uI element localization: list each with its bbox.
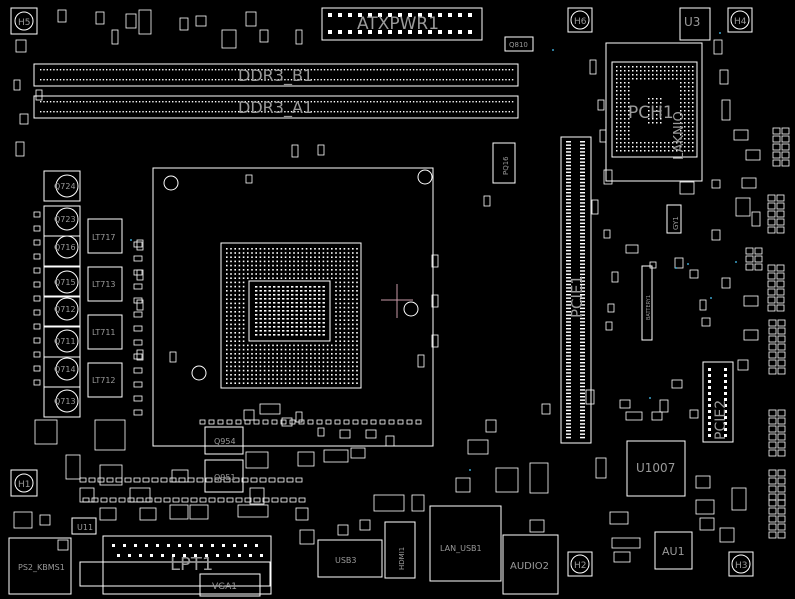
label-q715: Q715 <box>54 278 76 287</box>
pq16-component <box>492 142 516 184</box>
label-h6: H6 <box>574 17 587 27</box>
label-vga: VGA1 <box>212 582 237 592</box>
dimm-slot-b <box>33 63 519 87</box>
label-u11: U11 <box>77 523 93 532</box>
label-ddr-a: DDR3_A1 <box>238 98 313 118</box>
label-q713: Q713 <box>54 397 76 406</box>
label-ddr-b: DDR3_B1 <box>238 66 313 86</box>
label-pch: PCH1 <box>628 103 674 123</box>
label-gy1: GY1 <box>672 216 680 230</box>
label-h3: H3 <box>735 561 748 571</box>
inductor-lt711 <box>87 314 123 350</box>
pcie2-block <box>702 361 734 443</box>
label-q714: Q714 <box>54 365 76 374</box>
pch-chip <box>605 42 703 182</box>
label-h5: H5 <box>18 18 31 28</box>
crosshair-marker <box>381 284 413 318</box>
label-q954: Q954 <box>214 437 236 446</box>
hdmi-connector <box>384 521 416 579</box>
audio-connector <box>502 534 559 595</box>
label-u3: U3 <box>684 15 700 29</box>
label-usb: USB3 <box>335 556 357 565</box>
vga-connector <box>199 573 261 597</box>
label-q951: Q951 <box>214 473 236 482</box>
u11-chip <box>71 517 97 535</box>
u3-chip <box>679 7 711 41</box>
inductor-lt717 <box>87 218 123 254</box>
label-lt711: LT711 <box>92 328 116 337</box>
label-h2: H2 <box>574 561 587 571</box>
inductor-lt712 <box>87 362 123 398</box>
q810-component <box>504 36 534 52</box>
label-ps2: PS2_KBMS1 <box>18 563 65 572</box>
label-q712: Q712 <box>54 305 76 314</box>
label-battery: BATTERY1 <box>646 295 652 320</box>
label-atxpwr: ATXPWR1 <box>357 14 439 34</box>
label-h4: H4 <box>734 17 747 27</box>
label-audio: AUDIO2 <box>510 561 549 572</box>
label-q711: Q711 <box>54 337 76 346</box>
label-pch-side: LAKNIO <box>672 111 687 160</box>
dimm-slot-a <box>33 95 519 119</box>
crystal-gy1 <box>666 204 682 234</box>
mosfet-q951 <box>204 459 244 493</box>
pcie-slot <box>560 136 592 444</box>
label-u1007: U1007 <box>636 461 675 475</box>
label-pq16: PQ16 <box>502 156 510 175</box>
label-q723: Q723 <box>54 215 76 224</box>
label-lt713: LT713 <box>92 280 116 289</box>
label-q716: Q716 <box>54 243 76 252</box>
label-h1: H1 <box>18 480 31 490</box>
u1007-chip <box>626 440 686 497</box>
label-q810: Q810 <box>509 41 528 49</box>
label-au1: AU1 <box>662 545 685 558</box>
inductor-lt713 <box>87 266 123 302</box>
battery-holder <box>641 265 653 341</box>
label-lt712: LT712 <box>92 376 116 385</box>
au1-chip <box>654 531 693 570</box>
label-pcie: PCIE1 <box>568 275 586 318</box>
lpt-connector <box>102 535 272 595</box>
atx-power-connector <box>321 7 483 41</box>
lan-usb-connector <box>429 505 502 582</box>
label-hdmi: HDMI1 <box>398 547 406 570</box>
mosfet-q954 <box>204 426 244 455</box>
label-lan: LAN_USB1 <box>440 544 482 553</box>
label-lt717: LT717 <box>92 233 116 242</box>
label-lpt: LPT1 <box>170 554 213 575</box>
label-q724: Q724 <box>54 182 76 191</box>
usb-connector <box>317 539 383 578</box>
ps2-connector <box>8 537 72 595</box>
label-pcie2: PCIE2 <box>713 400 729 440</box>
